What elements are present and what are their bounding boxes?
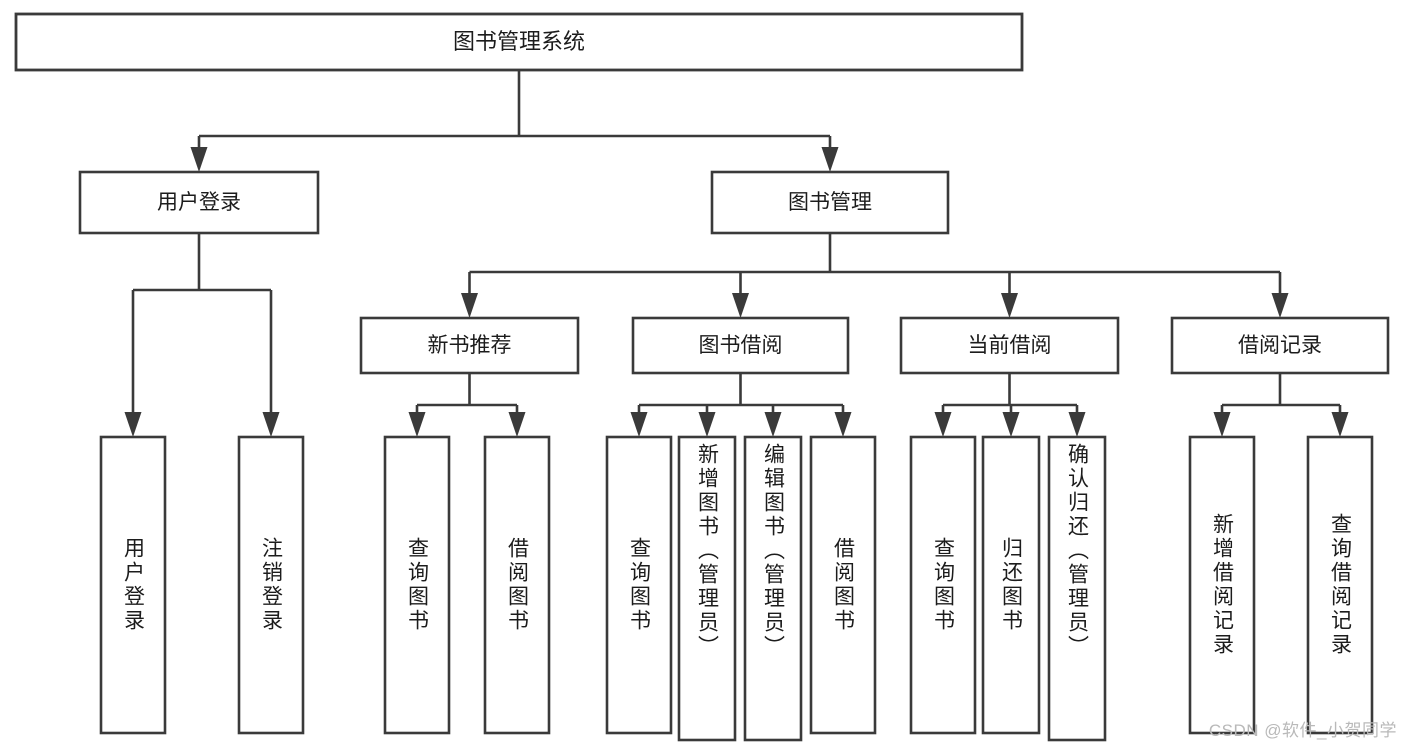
connectors-layer [124, 70, 1349, 437]
node-label-level1-1: 用户登录 [157, 191, 241, 214]
arrow-head-icon [834, 412, 852, 437]
arrow-head-icon [1271, 293, 1289, 318]
arrow-head-icon [1068, 412, 1086, 437]
arrow-head-icon [1001, 293, 1018, 318]
arrow-head-icon [408, 412, 426, 437]
arrow-head-icon [508, 412, 526, 437]
arrow-head-icon [934, 412, 952, 437]
node-box-leaf-2[interactable] [237, 435, 305, 735]
arrow-head-icon [262, 412, 280, 437]
arrow-head-icon [630, 412, 648, 437]
node-label-level2-3: 当前借阅 [968, 334, 1052, 357]
arrow-head-icon [764, 412, 782, 437]
node-label-level2-1: 新书推荐 [428, 334, 512, 357]
node-box-level1-2[interactable] [710, 170, 950, 235]
node-box-leaf-10[interactable] [981, 435, 1041, 735]
node-box-leaf-13[interactable] [1306, 435, 1374, 735]
node-box-level1-1[interactable] [78, 170, 320, 235]
csdn-watermark: CSDN @软件_小贺同学 [1208, 721, 1397, 740]
arrow-head-icon [124, 412, 142, 437]
node-label-root: 图书管理系统 [453, 29, 585, 54]
node-box-level2-2[interactable] [631, 316, 850, 375]
node-label-level1-2: 图书管理 [788, 191, 872, 214]
node-box-leaf-3[interactable] [383, 435, 451, 735]
arrow-head-icon [190, 147, 208, 172]
boxes-layer [14, 12, 1390, 742]
arrow-head-icon [732, 293, 749, 318]
node-box-root[interactable] [14, 12, 1024, 72]
arrow-head-icon [1002, 412, 1020, 437]
node-box-leaf-12[interactable] [1188, 435, 1256, 735]
node-label-level2-2: 图书借阅 [699, 334, 783, 357]
node-box-leaf-7[interactable] [743, 435, 803, 742]
arrow-head-icon [698, 412, 716, 437]
node-box-leaf-8[interactable] [809, 435, 877, 735]
arrow-head-icon [461, 293, 478, 318]
arrow-head-icon [1213, 412, 1231, 437]
node-box-leaf-5[interactable] [605, 435, 673, 735]
node-box-level2-3[interactable] [899, 316, 1120, 375]
node-label-level2-4: 借阅记录 [1238, 334, 1322, 357]
node-box-leaf-1[interactable] [99, 435, 167, 735]
node-box-leaf-6[interactable] [677, 435, 737, 742]
node-box-leaf-9[interactable] [909, 435, 977, 735]
node-box-level2-1[interactable] [359, 316, 580, 375]
arrow-head-icon [821, 147, 839, 172]
node-box-leaf-4[interactable] [483, 435, 551, 735]
arrow-head-icon [1331, 412, 1349, 437]
node-box-level2-4[interactable] [1170, 316, 1390, 375]
node-box-leaf-11[interactable] [1047, 435, 1107, 742]
